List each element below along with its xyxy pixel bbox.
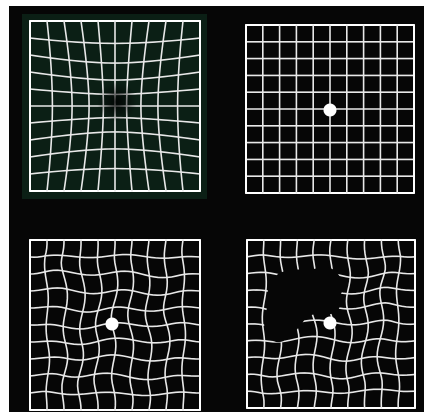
fixation-dot xyxy=(324,104,337,117)
fixation-dot xyxy=(324,317,337,330)
central-dark-spot xyxy=(97,82,137,122)
fixation-dot xyxy=(106,318,119,331)
panel-top-left xyxy=(22,14,207,199)
